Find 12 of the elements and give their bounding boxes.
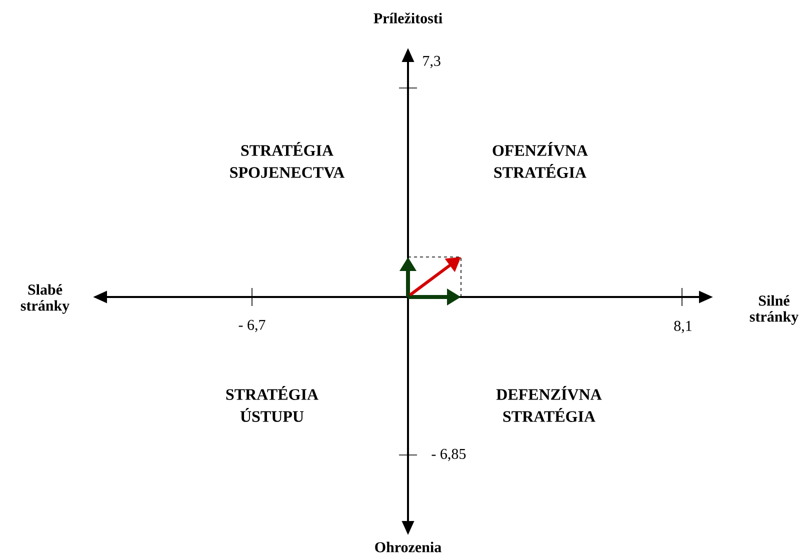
quadrant-label: STRATÉGIA SPOJENECTVA bbox=[230, 142, 345, 178]
quadrant-label: OFENZÍVNA STRATÉGIA bbox=[492, 142, 588, 178]
quadrant-label: DEFENZÍVNA STRATÉGIA bbox=[496, 386, 602, 422]
axis-label: Silné stránky bbox=[750, 295, 798, 325]
tick-label: 7,3 bbox=[423, 56, 440, 68]
tick-label: - 6,7 bbox=[238, 320, 266, 332]
axis-label: Ohrozenia bbox=[375, 542, 442, 552]
quadrant-label: STRATÉGIA ÚSTUPU bbox=[226, 386, 318, 422]
axis-label: Slabé stránky bbox=[20, 284, 70, 314]
tick-label: - 6,85 bbox=[432, 448, 466, 462]
axis-label: Príležitosti bbox=[374, 12, 442, 24]
tick-label: 8,1 bbox=[674, 320, 692, 334]
